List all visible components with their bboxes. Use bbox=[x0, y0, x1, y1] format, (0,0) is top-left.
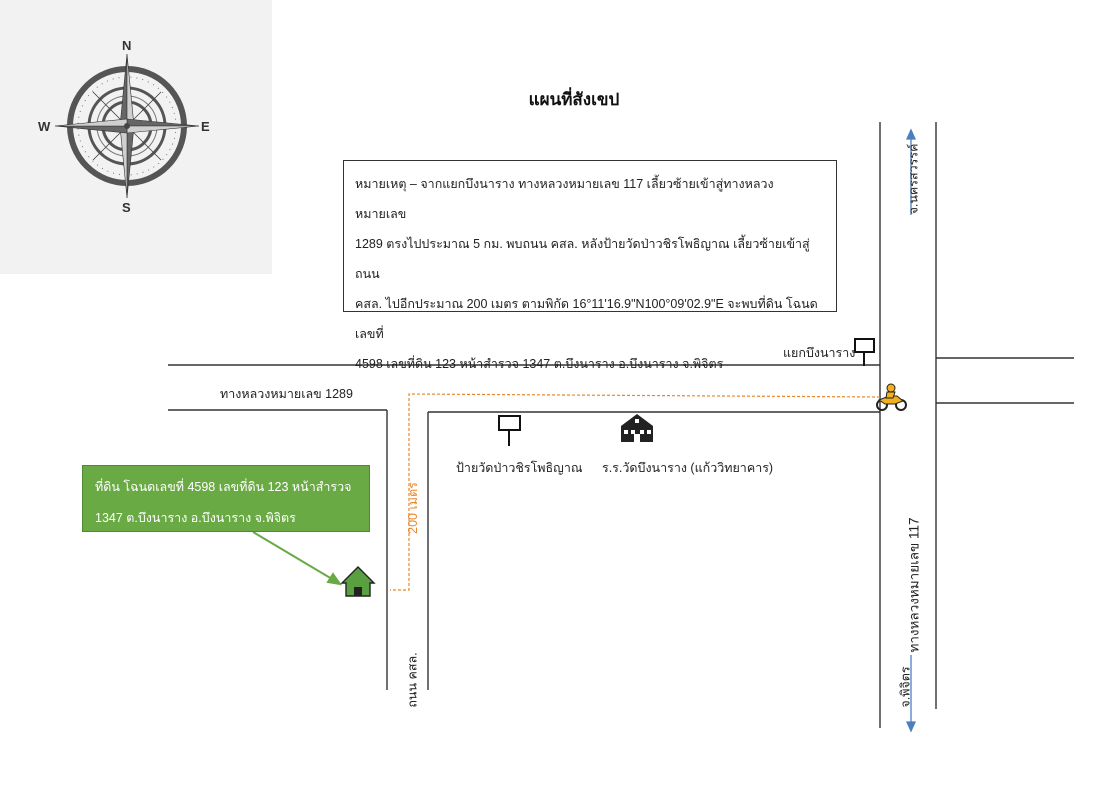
direction-phichit-label: จ.พิจิตร bbox=[898, 666, 913, 708]
temple-sign-icon bbox=[498, 415, 521, 446]
compass-north: N bbox=[122, 38, 132, 53]
school-label: ร.ร.วัดบึงนาราง (แก้ววิทยาคาร) bbox=[602, 461, 774, 475]
land-info-box: ที่ดิน โฉนดเลขที่ 4598 เลขที่ดิน 123 หน้… bbox=[82, 465, 370, 532]
concrete-road-label: ถนน คสล. bbox=[405, 652, 420, 708]
highway-117-label: ทางหลวงหมายเลข 117 bbox=[906, 517, 922, 653]
school-icon bbox=[621, 414, 653, 442]
route-distance-label: 200 เมตร bbox=[405, 482, 420, 534]
arrow-down-icon bbox=[905, 721, 917, 733]
temple-sign-label: ป้ายวัดป่าวชิรโพธิญาณ bbox=[456, 461, 583, 475]
motorbike-icon bbox=[876, 383, 907, 411]
highway-1289-label: ทางหลวงหมายเลข 1289 bbox=[220, 387, 353, 401]
note-line-3: คสล. ไปอีกประมาณ 200 เมตร ตามพิกัด 16°11… bbox=[355, 297, 818, 341]
house-icon bbox=[340, 566, 376, 597]
land-pointer-arrow bbox=[252, 531, 343, 586]
note-line-1: หมายเหตุ – จากแยกบึงนาราง ทางหลวงหมายเลข… bbox=[355, 177, 774, 221]
compass-west: W bbox=[38, 119, 51, 134]
junction-sign-icon bbox=[854, 338, 875, 366]
map-title: แผนที่สังเขป bbox=[528, 90, 620, 109]
land-info-line-1: ที่ดิน โฉนดเลขที่ 4598 เลขที่ดิน 123 หน้… bbox=[95, 480, 352, 494]
arrow-up-icon bbox=[905, 128, 917, 140]
direction-nakhon-sawan-label: จ.นครสวรรค์ bbox=[906, 143, 921, 215]
compass-rose-icon bbox=[54, 53, 200, 199]
compass-east: E bbox=[201, 119, 210, 134]
route-path bbox=[390, 393, 881, 591]
junction-label: แยกบึงนาราง bbox=[783, 346, 856, 360]
land-info-line-2: 1347 ต.บึงนาราง อ.บึงนาราง จ.พิจิตร bbox=[95, 511, 296, 525]
compass-south: S bbox=[122, 200, 131, 215]
note-box: หมายเหตุ – จากแยกบึงนาราง ทางหลวงหมายเลข… bbox=[343, 160, 837, 371]
compass-panel: N S E W bbox=[0, 0, 272, 274]
note-line-4: 4598 เลขที่ดิน 123 หน้าสำรวจ 1347 ต.บึงน… bbox=[355, 357, 724, 371]
note-line-2: 1289 ตรงไปประมาณ 5 กม. พบถนน คสล. หลังป้… bbox=[355, 237, 810, 281]
